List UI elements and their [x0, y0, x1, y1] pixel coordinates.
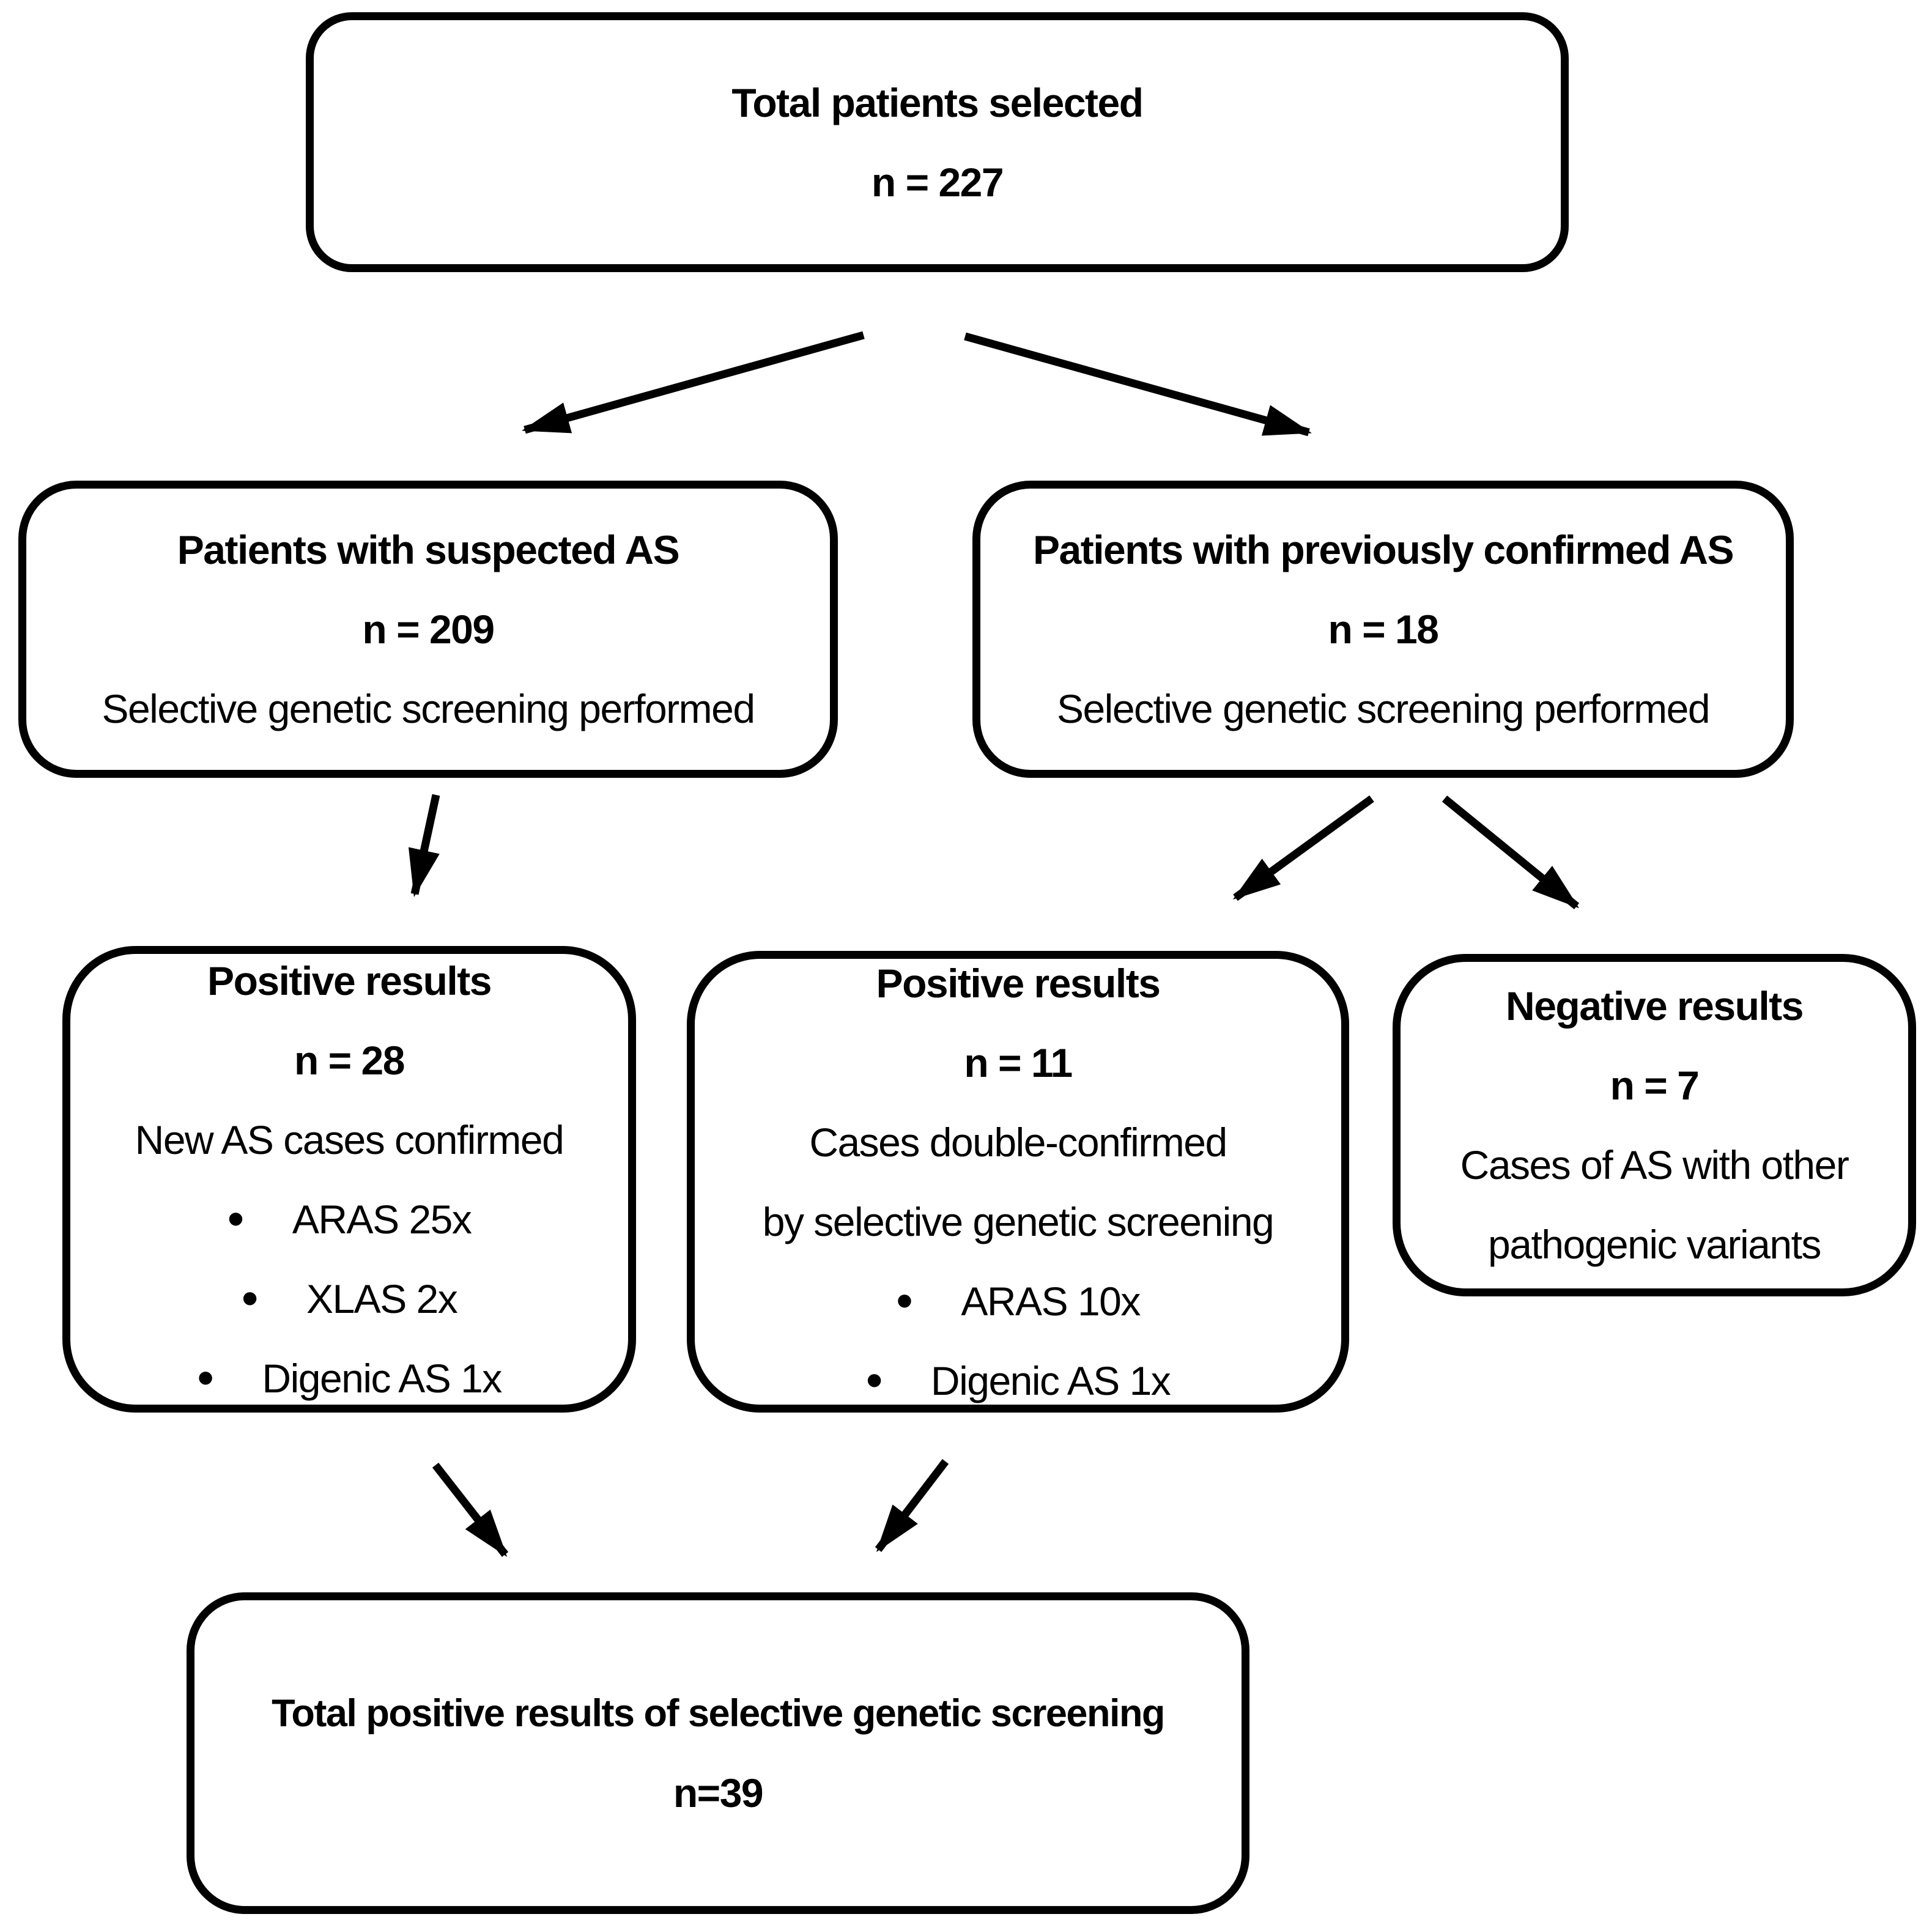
node-positive-results-new-title: Positive results	[207, 958, 492, 1003]
node-total-patients-title: Total patients selected	[731, 79, 1144, 125]
arrow-positive-double-to-total-positive	[875, 1459, 949, 1553]
node-positive-results-double-title: Positive results	[876, 960, 1161, 1006]
node-negative-results: Negative results n = 7 Cases of AS with …	[1393, 954, 1916, 1296]
bullet-text: Digenic AS 1x	[930, 1358, 1171, 1403]
node-suspected-as-detail: Selective genetic screening performed	[102, 686, 755, 731]
node-negative-results-count: n = 7	[1610, 1063, 1700, 1108]
node-positive-results-new: Positive results n = 28 New AS cases con…	[62, 946, 636, 1413]
arrow-positive-new-to-total-positive	[432, 1462, 509, 1557]
arrow-total-to-previously-confirmed	[964, 332, 1312, 437]
bullet-item: •ARAS 10x	[896, 1273, 1141, 1328]
arrow-suspected-to-positive-new	[408, 794, 440, 898]
node-suspected-as-title: Patients with suspected AS	[177, 527, 680, 572]
node-previously-confirmed-as-count: n = 18	[1328, 607, 1439, 652]
bullet-item: •ARAS 25x	[227, 1191, 472, 1246]
node-negative-results-detail-2: pathogenic variants	[1488, 1222, 1821, 1267]
node-suspected-as: Patients with suspected AS n = 209 Selec…	[18, 481, 838, 778]
node-positive-results-new-detail: New AS cases confirmed	[135, 1117, 564, 1162]
node-positive-results-double-detail-1: Cases double-confirmed	[809, 1119, 1227, 1165]
node-previously-confirmed-as-title: Patients with previously confirmed AS	[1033, 527, 1734, 572]
node-total-patients: Total patients selected n = 227	[306, 12, 1569, 272]
node-total-patients-count: n = 227	[871, 159, 1004, 205]
node-negative-results-title: Negative results	[1506, 983, 1804, 1029]
bullet-item: •XLAS 2x	[241, 1270, 458, 1325]
bullet-item: •Digenic AS 1x	[197, 1350, 502, 1405]
arrow-total-to-suspected	[521, 331, 865, 434]
node-suspected-as-count: n = 209	[362, 607, 495, 652]
node-positive-results-new-count: n = 28	[294, 1037, 405, 1083]
node-previously-confirmed-as: Patients with previously confirmed AS n …	[972, 481, 1794, 778]
node-total-positive-results-count: n=39	[673, 1770, 764, 1816]
node-negative-results-detail-1: Cases of AS with other	[1460, 1142, 1849, 1188]
node-positive-results-double-detail-2: by selective genetic screening	[762, 1199, 1275, 1244]
arrow-previously-confirmed-to-positive-double	[1232, 795, 1374, 901]
bullet-text: ARAS 10x	[961, 1278, 1141, 1324]
arrow-previously-confirmed-to-negative	[1442, 795, 1580, 910]
bullet-text: Digenic AS 1x	[262, 1355, 502, 1401]
node-total-positive-results-title: Total positive results of selective gene…	[272, 1692, 1165, 1735]
node-positive-results-double-count: n = 11	[964, 1040, 1073, 1085]
node-previously-confirmed-as-detail: Selective genetic screening performed	[1056, 686, 1711, 731]
bullet-text: ARAS 25x	[292, 1196, 472, 1242]
bullet-item: •Digenic AS 1x	[865, 1352, 1171, 1407]
bullet-text: XLAS 2x	[306, 1276, 458, 1321]
node-total-positive-results: Total positive results of selective gene…	[187, 1592, 1249, 1914]
node-positive-results-double: Positive results n = 11 Cases double-con…	[687, 951, 1349, 1413]
